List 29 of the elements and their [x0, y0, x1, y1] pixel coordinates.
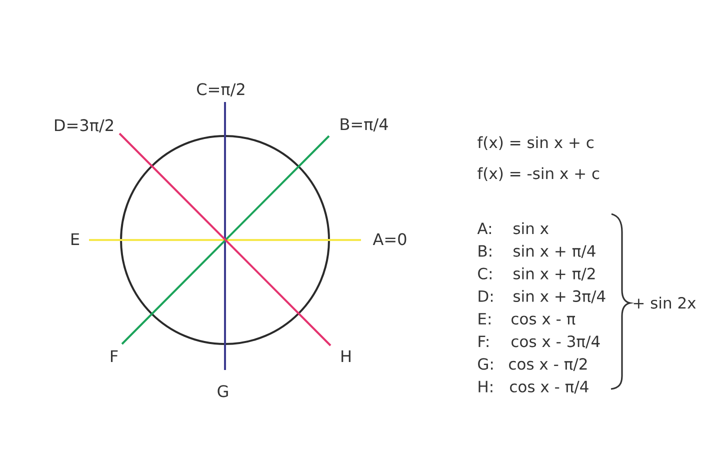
case-letter: F:	[478, 336, 488, 347]
formula: cos x - π/4	[510, 380, 588, 394]
equation: f(x) = -sin x + c	[478, 167, 600, 182]
point-label: E	[72, 233, 80, 245]
formula: sin x + π/4	[514, 244, 596, 258]
case-letter: E:	[478, 313, 490, 324]
formula: cos x - π/2	[509, 358, 587, 372]
case-letter: B:	[478, 245, 492, 257]
formula: cos x - 3π/4	[512, 336, 600, 348]
formula: sin x	[514, 222, 548, 234]
point-label: D=3π/2	[55, 119, 113, 132]
point-label: H	[342, 350, 350, 362]
formula: cos x - π	[512, 316, 576, 325]
point-label: A=0	[372, 233, 406, 246]
case-letter: G:	[478, 358, 493, 370]
formula: sin x + π/2	[514, 267, 595, 281]
line	[89, 239, 361, 241]
point-label: G	[218, 385, 228, 398]
formula: sin x + 3π/4	[514, 290, 606, 304]
equation: f(x) = sin x + c	[478, 136, 594, 150]
point-label: F	[110, 350, 118, 362]
point-label: C=π/2	[197, 83, 244, 96]
case-letter: D:	[478, 290, 493, 302]
case-letter: H:	[478, 380, 492, 392]
added-term: + sin 2x	[634, 296, 696, 309]
case-letter: C:	[478, 268, 492, 280]
point-label: B=π/4	[340, 118, 388, 132]
case-letter: A:	[477, 222, 491, 234]
line	[224, 102, 226, 370]
